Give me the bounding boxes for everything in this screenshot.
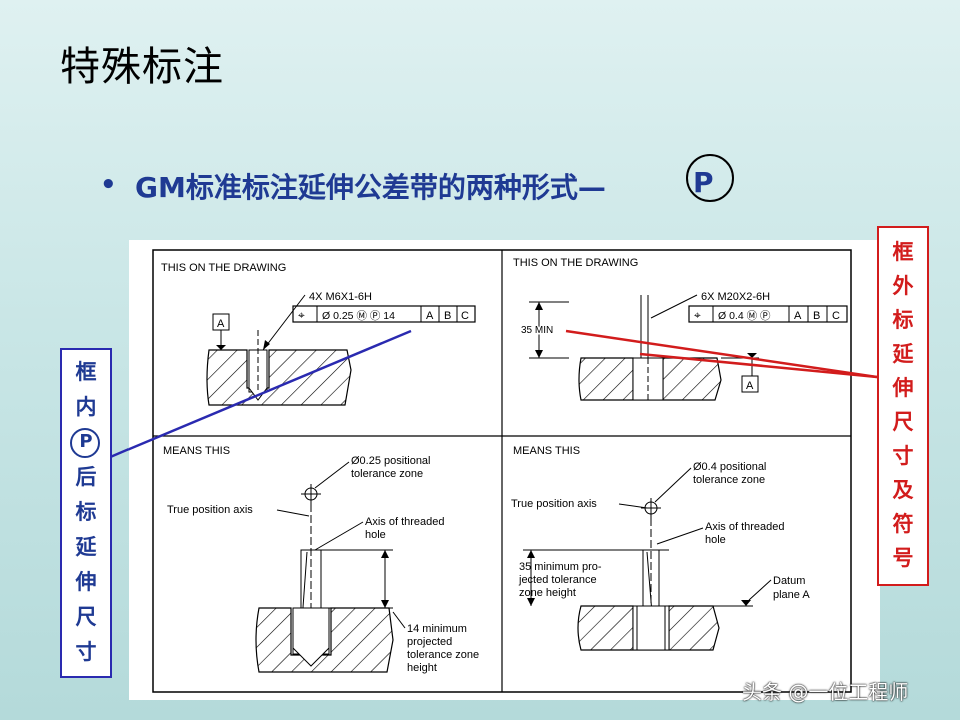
right-callout-char: 外 bbox=[892, 274, 914, 298]
bullet-text: GM标准标注延伸公差带的两种形式— bbox=[135, 171, 606, 204]
q2-callout: 6X M20X2-6H bbox=[701, 291, 770, 303]
q2-dim: 35 MIN bbox=[521, 325, 553, 336]
q3-height-4: height bbox=[407, 662, 437, 674]
svg-text:A: A bbox=[426, 310, 434, 322]
right-callout-char: 号 bbox=[892, 546, 914, 570]
q2-heading: THIS ON THE DRAWING bbox=[513, 257, 638, 269]
q3-heading: MEANS THIS bbox=[163, 445, 230, 457]
q3-hole-label-2: hole bbox=[365, 529, 386, 541]
q3-height-1: 14 minimum bbox=[407, 623, 467, 635]
left-callout-char: 后 bbox=[75, 465, 97, 489]
right-callout-char: 及 bbox=[892, 478, 914, 502]
engineering-drawing-figure: THIS ON THE DRAWING 4X M6X1-6H ⌖ Ø 0.25 … bbox=[129, 240, 880, 700]
q3-hole-label-1: Axis of threaded bbox=[365, 516, 445, 528]
q1-callout: 4X M6X1-6H bbox=[309, 291, 372, 303]
left-callout-char: 框 bbox=[75, 360, 97, 384]
right-callout-char: 标 bbox=[892, 308, 914, 332]
projected-zone-symbol-circle bbox=[686, 154, 734, 202]
q4-datum-1: Datum bbox=[773, 575, 805, 587]
right-callout-pointer-1 bbox=[565, 329, 878, 379]
drawing-svg: THIS ON THE DRAWING 4X M6X1-6H ⌖ Ø 0.25 … bbox=[129, 249, 878, 693]
q1-datum: A bbox=[217, 318, 225, 330]
p-circle-icon bbox=[70, 428, 100, 458]
page-title: 特殊标注 bbox=[60, 44, 224, 90]
right-callout-char: 尺 bbox=[892, 410, 914, 434]
q1-feature-control-frame: ⌖ Ø 0.25 Ⓜ Ⓟ 14 A B C bbox=[292, 305, 476, 323]
q4-axis-label: True position axis bbox=[511, 498, 597, 510]
q4-datum-2: plane A bbox=[773, 589, 810, 601]
left-callout-char: 内 bbox=[75, 395, 97, 419]
watermark: 头条 @一位工程师 bbox=[742, 680, 909, 704]
right-callout-char: 符 bbox=[892, 512, 914, 536]
right-callout-char: 框 bbox=[892, 240, 914, 264]
projected-zone-symbol-letter: P bbox=[693, 166, 714, 199]
right-callout-char: 寸 bbox=[892, 444, 914, 468]
right-callout-pointer-2 bbox=[639, 352, 878, 379]
left-callout-pointer bbox=[129, 329, 412, 451]
q4-hole-label-1: Axis of threaded bbox=[705, 521, 785, 533]
q3-zone-1: Ø0.25 positional bbox=[351, 455, 431, 467]
q3-zone-2: tolerance zone bbox=[351, 468, 423, 480]
q4-part-section bbox=[577, 605, 720, 651]
svg-text:Ø 0.4 Ⓜ Ⓟ: Ø 0.4 Ⓜ Ⓟ bbox=[718, 310, 771, 322]
q1-heading: THIS ON THE DRAWING bbox=[161, 262, 286, 274]
q2-part-section bbox=[578, 357, 722, 401]
q3-part-section bbox=[255, 607, 394, 673]
q3-axis-label: True position axis bbox=[167, 504, 253, 516]
svg-text:B: B bbox=[444, 310, 451, 322]
svg-text:B: B bbox=[813, 310, 820, 322]
q4-hole-label-2: hole bbox=[705, 534, 726, 546]
left-callout-char: 伸 bbox=[75, 570, 97, 594]
svg-text:Ø 0.25 Ⓜ Ⓟ 14: Ø 0.25 Ⓜ Ⓟ 14 bbox=[322, 310, 395, 322]
bullet-marker: • bbox=[100, 170, 117, 200]
right-callout-char: 伸 bbox=[892, 376, 914, 400]
svg-text:A: A bbox=[794, 310, 802, 322]
q2-datum: A bbox=[746, 380, 754, 392]
svg-text:C: C bbox=[832, 310, 840, 322]
left-callout-char: 标 bbox=[75, 500, 97, 524]
q4-height-1: 35 minimum pro- bbox=[519, 561, 602, 573]
q4-height-2: jected tolerance bbox=[518, 574, 597, 586]
outside-frame-callout-box: 框 外 标 延 伸 尺 寸 及 符 号 bbox=[877, 226, 929, 586]
q4-zone-1: Ø0.4 positional bbox=[693, 461, 766, 473]
svg-text:⌖: ⌖ bbox=[298, 308, 305, 322]
svg-text:C: C bbox=[461, 310, 469, 322]
q4-heading: MEANS THIS bbox=[513, 445, 580, 457]
q4-zone-2: tolerance zone bbox=[693, 474, 765, 486]
q3-height-3: tolerance zone bbox=[407, 649, 479, 661]
q2-feature-control-frame: ⌖ Ø 0.4 Ⓜ Ⓟ A B C bbox=[688, 305, 848, 323]
left-callout-char: 寸 bbox=[75, 640, 97, 664]
left-callout-char: 延 bbox=[75, 535, 97, 559]
left-callout-char: 尺 bbox=[75, 605, 97, 629]
q4-height-3: zone height bbox=[519, 587, 576, 599]
svg-text:⌖: ⌖ bbox=[694, 308, 701, 322]
right-callout-char: 延 bbox=[892, 342, 914, 366]
q3-height-2: projected bbox=[407, 636, 452, 648]
inside-frame-callout-box: 框 内 P 后 标 延 伸 尺 寸 bbox=[60, 348, 112, 678]
q1-part-section bbox=[206, 330, 352, 406]
left-callout-char: P bbox=[79, 431, 93, 452]
